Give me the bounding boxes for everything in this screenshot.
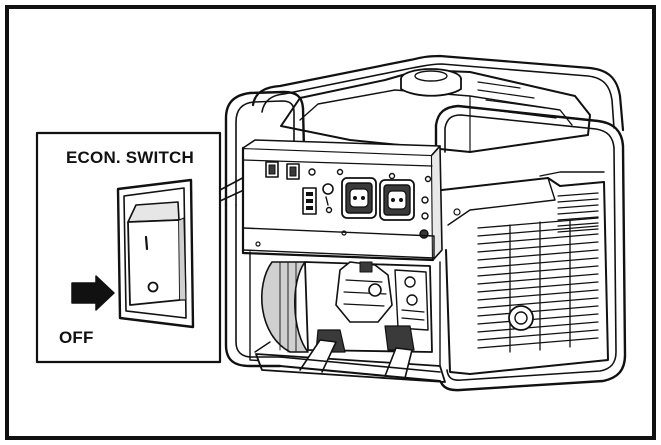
rocker-switch-icon [116, 178, 195, 329]
off-label: OFF [59, 328, 94, 347]
econ-switch-label: ECON. SWITCH [66, 148, 195, 167]
generator-body [224, 54, 627, 392]
arrow-right-icon [71, 275, 115, 311]
